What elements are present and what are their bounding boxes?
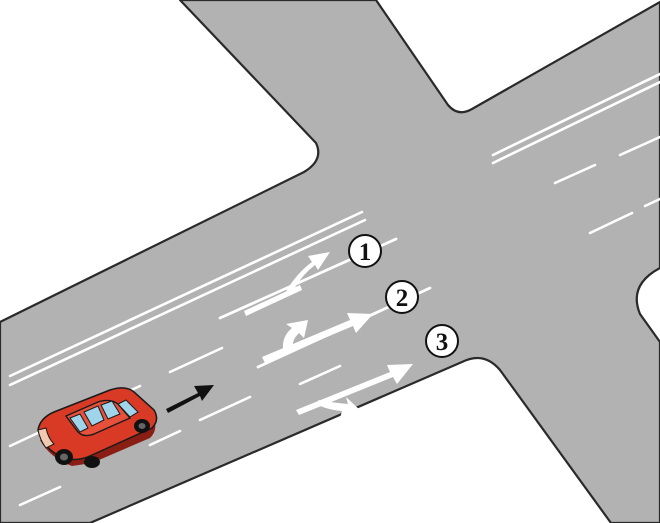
- lane-arrow-2: [262, 313, 373, 363]
- lane-number-3-label: 3: [436, 329, 449, 356]
- lane-number-2: 2: [385, 280, 419, 314]
- lane-arrow-3: [296, 364, 413, 418]
- lane-number-2-label: 2: [396, 285, 409, 312]
- black-arrow-icon: [166, 385, 214, 413]
- lane-number-3: 3: [425, 324, 459, 358]
- lane-number-1-label: 1: [359, 239, 372, 266]
- red-car-icon: [37, 387, 158, 468]
- lane-number-1: 1: [348, 234, 382, 268]
- lane-arrow-1: [244, 252, 330, 316]
